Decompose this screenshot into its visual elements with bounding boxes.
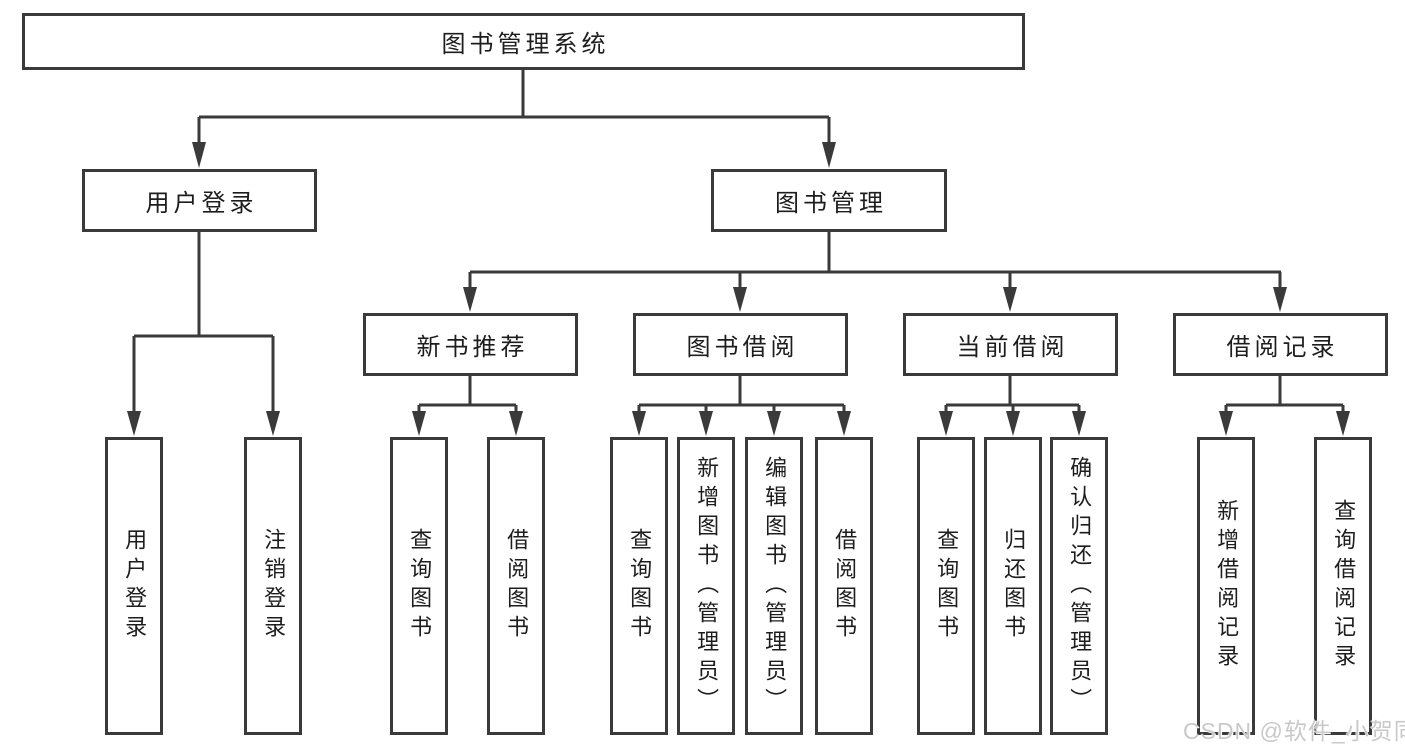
leaf-label: 新增图书（管理员） <box>694 455 720 717</box>
leaf-borrow-books: 借阅图书 <box>815 437 873 735</box>
leaf-query-books-borrow: 查询图书 <box>610 437 668 735</box>
leaf-user-login: 用户登录 <box>105 437 163 735</box>
leaf-query-borrow-record: 查询借阅记录 <box>1314 437 1372 735</box>
leaf-query-books-recommend: 查询图书 <box>390 437 448 735</box>
leaf-query-books-current: 查询图书 <box>917 437 975 735</box>
leaf-label: 注销登录 <box>261 528 287 644</box>
leaf-label: 确认归还（管理员） <box>1067 455 1093 717</box>
leaf-label: 归还图书 <box>1001 528 1027 644</box>
leaf-add-book-admin: 新增图书（管理员） <box>677 437 735 735</box>
leaf-label: 查询图书 <box>407 528 433 644</box>
leaf-return-book: 归还图书 <box>984 437 1042 735</box>
leaf-borrow-books-recommend: 借阅图书 <box>487 437 545 735</box>
node-library-management-system: 图书管理系统 <box>22 13 1025 70</box>
leaf-add-borrow-record: 新增借阅记录 <box>1197 437 1255 735</box>
leaf-logout: 注销登录 <box>244 437 302 735</box>
node-book-management: 图书管理 <box>711 169 947 232</box>
arrowheads <box>127 142 1350 436</box>
node-user-login: 用户登录 <box>82 169 317 232</box>
node-borrow-records: 借阅记录 <box>1173 313 1388 376</box>
node-current-borrow: 当前借阅 <box>903 313 1118 376</box>
node-book-borrow: 图书借阅 <box>633 313 848 376</box>
leaf-label: 查询借阅记录 <box>1331 499 1357 673</box>
leaf-label: 查询图书 <box>627 528 653 644</box>
node-new-book-recommend: 新书推荐 <box>363 313 578 376</box>
leaf-label: 借阅图书 <box>504 528 530 644</box>
leaf-label: 编辑图书（管理员） <box>762 455 788 717</box>
leaf-label: 借阅图书 <box>832 528 858 644</box>
watermark-text: CSDN @软件_小贺同学 <box>1183 718 1405 744</box>
leaf-label: 查询图书 <box>934 528 960 644</box>
leaf-label: 新增借阅记录 <box>1214 499 1240 673</box>
leaf-confirm-return-admin: 确认归还（管理员） <box>1050 437 1108 735</box>
leaf-edit-book-admin: 编辑图书（管理员） <box>745 437 803 735</box>
leaf-label: 用户登录 <box>122 528 148 644</box>
